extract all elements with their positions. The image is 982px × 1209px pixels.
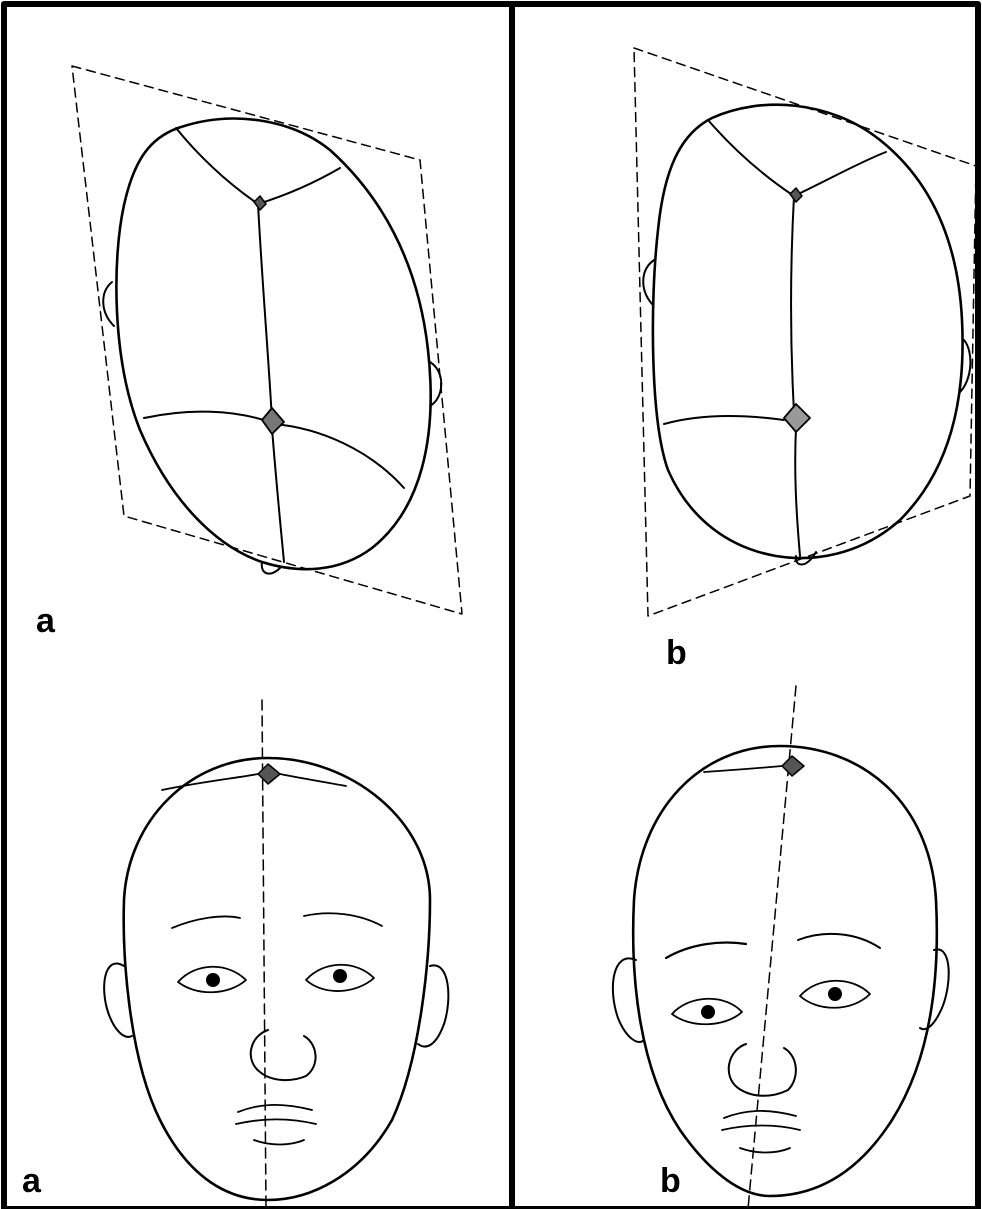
skull-outline-a [116, 119, 430, 570]
fontanelle-posterior-a [262, 408, 284, 434]
suture-coronal-right-a [258, 168, 340, 204]
suture-lower-b [795, 428, 800, 556]
fontanelle-anterior-a [254, 196, 266, 210]
fontanelle-posterior-b [784, 404, 810, 432]
eyebrow-left-a [172, 916, 240, 928]
eyebrow-right-a [304, 913, 382, 926]
suture-lambdoid-left-a [144, 412, 270, 422]
crown-line-left-b [704, 766, 782, 772]
figure-frame [4, 4, 978, 1209]
pupil-right-a [333, 969, 347, 983]
face-front-view-a [104, 700, 448, 1209]
panel-label-b-top: b [666, 636, 687, 670]
panel-label-a-top: a [36, 604, 55, 638]
head-outline-a [124, 758, 430, 1200]
suture-coronal-left-b [708, 120, 794, 196]
mouth-lower-a [254, 1140, 304, 1145]
skull-outline-b [653, 105, 963, 558]
pupil-left-a [206, 973, 220, 987]
face-front-view-b [613, 686, 949, 1209]
mouth-upper-a [238, 1105, 312, 1112]
mouth-mid-a [236, 1120, 316, 1125]
suture-sagittal-b [791, 196, 794, 412]
pupil-right-b [828, 987, 842, 1001]
bounding-parallelogram-b [634, 48, 976, 616]
crown-line-right-a [280, 774, 346, 786]
fontanelle-front-b [782, 756, 804, 776]
skull-top-view-a [72, 66, 462, 614]
ear-left-a [103, 282, 114, 326]
suture-coronal-right-b [794, 152, 886, 196]
skull-top-view-b [634, 48, 976, 616]
crown-line-left-a [162, 774, 258, 790]
suture-lower-a [272, 428, 284, 562]
pupil-left-b [701, 1005, 715, 1019]
mouth-mid-b [722, 1126, 800, 1131]
panel-label-a-bottom: a [22, 1164, 41, 1198]
mouth-lower-b [740, 1148, 790, 1153]
suture-sagittal-a [258, 204, 272, 420]
eyebrow-right-b [798, 934, 880, 948]
fontanelle-front-a [258, 764, 280, 784]
nose-a [251, 1030, 316, 1080]
suture-lambdoid-left-b [664, 416, 784, 424]
fontanelle-anterior-b [790, 188, 802, 202]
ear-left-front-b [613, 958, 644, 1042]
eyebrow-left-b [666, 943, 746, 958]
mouth-upper-b [724, 1111, 796, 1118]
suture-coronal-left-a [176, 128, 258, 204]
panel-label-b-bottom: b [660, 1164, 681, 1198]
suture-lambdoid-right-a [274, 424, 404, 488]
